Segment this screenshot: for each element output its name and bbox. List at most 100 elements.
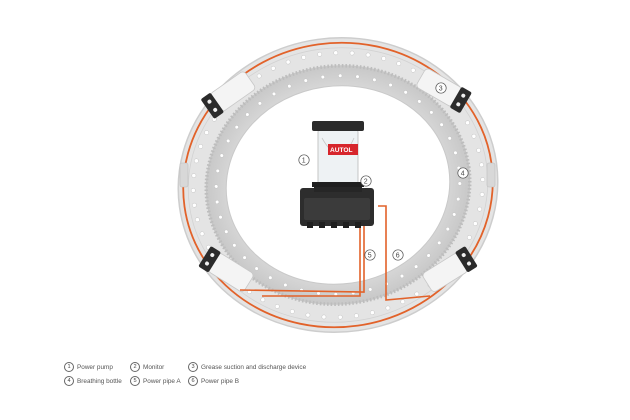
- bolt-hole: [274, 304, 280, 309]
- legend-label: Breathing bottle: [77, 377, 122, 385]
- autol-label: [328, 144, 358, 155]
- bolt-hole: [479, 192, 485, 197]
- bolt-hole: [260, 297, 266, 303]
- legend-label: Monitor: [143, 363, 165, 371]
- pinion-unit-bottom-right: [422, 246, 478, 292]
- legend-label: Grease suction and discharge device: [201, 363, 307, 371]
- bolt-hole: [242, 255, 247, 260]
- bolt-hole: [369, 310, 375, 316]
- bolt-hole: [215, 199, 220, 205]
- bolt-hole: [355, 74, 360, 79]
- bolt-hole: [477, 206, 482, 212]
- legend-item-power-pump: 1 Power pump: [64, 362, 113, 372]
- legend-item-power-pipe-a: 5 Power pipe A: [130, 376, 181, 386]
- bolt-hole: [283, 282, 288, 288]
- slewing-bearing-lubrication-diagram: AUTOL 1 2 3 4 5 6: [177, 36, 499, 334]
- bolt-hole: [268, 275, 273, 280]
- bolt-hole: [333, 50, 339, 56]
- bolt-hole: [414, 291, 420, 297]
- bolt-hole: [224, 229, 229, 234]
- callout-breathing-bottle: 4: [457, 167, 469, 179]
- autol-brand-text: AUTOL: [330, 147, 353, 154]
- pump-outlets: [307, 222, 361, 228]
- legend-number: 3: [188, 362, 198, 372]
- svg-text:5: 5: [368, 253, 372, 260]
- svg-text:6: 6: [396, 253, 400, 260]
- legend-number: 1: [64, 362, 74, 372]
- callout-power-pump: 1: [298, 154, 310, 166]
- legend-item-grease-device: 3 Grease suction and discharge device: [188, 362, 306, 372]
- legend-number: 4: [64, 376, 74, 386]
- power-pipe-a: [262, 216, 361, 297]
- bolt-hole: [437, 240, 442, 245]
- side-bracket-right: [486, 162, 496, 188]
- legend-label: Power pipe A: [143, 377, 181, 385]
- bolt-hole: [399, 274, 405, 279]
- bolt-hole: [354, 313, 359, 319]
- bolt-hole: [218, 215, 223, 220]
- bolt-hole: [447, 136, 452, 141]
- legend-number: 2: [130, 362, 140, 372]
- legend-label: Power pipe B: [201, 377, 240, 385]
- bolt-hole: [445, 226, 450, 232]
- bolt-hole: [400, 299, 406, 305]
- callout-power-pipe-b: 6: [392, 249, 404, 261]
- bolt-hole: [305, 312, 311, 318]
- bolt-hole: [219, 153, 224, 158]
- bolt-hole: [410, 67, 416, 73]
- bolt-hole: [471, 133, 477, 139]
- callout-power-pipe-a: 5: [364, 249, 376, 261]
- svg-text:1: 1: [302, 158, 306, 165]
- bolt-hole: [191, 173, 197, 178]
- bolt-hole: [256, 73, 262, 79]
- bolt-hole: [453, 150, 458, 155]
- bolt-hole: [289, 309, 295, 314]
- bolt-hole: [287, 84, 292, 89]
- legend-item-power-pipe-b: 6 Power pipe B: [188, 376, 239, 386]
- bolt-hole: [429, 110, 434, 115]
- bolt-hole: [301, 54, 307, 60]
- side-bracket-left: [179, 162, 189, 188]
- bolt-hole: [472, 221, 478, 226]
- bolt-hole: [303, 78, 308, 83]
- bolt-hole: [198, 144, 204, 149]
- bolt-hole: [232, 243, 237, 248]
- legend-number: 6: [188, 376, 198, 386]
- bolt-hole: [192, 202, 197, 208]
- bolt-hole: [388, 82, 393, 88]
- bolt-hole: [285, 59, 291, 65]
- bolt-hole: [403, 90, 408, 95]
- pinion-unit-bottom-left: [198, 246, 254, 292]
- bolt-hole: [226, 138, 231, 144]
- pinion-unit-top-left: [201, 71, 256, 119]
- bolt-hole: [414, 264, 419, 269]
- bolt-hole: [456, 197, 461, 202]
- bolt-hole: [381, 56, 387, 61]
- bolt-hole: [214, 184, 219, 189]
- bolt-hole: [457, 181, 462, 186]
- bolt-hole: [465, 120, 470, 126]
- bolt-hole: [439, 122, 444, 127]
- bolt-hole: [372, 77, 377, 82]
- bolt-hole: [204, 130, 209, 135]
- callout-monitor: 2: [360, 175, 372, 187]
- bolt-hole: [254, 266, 259, 271]
- bolt-hole: [317, 51, 322, 57]
- power-pump: AUTOL: [300, 121, 374, 228]
- bolt-hole: [349, 50, 355, 56]
- bolt-hole: [271, 91, 277, 96]
- bolt-hole: [215, 168, 220, 173]
- svg-text:2: 2: [364, 179, 368, 186]
- bolt-hole: [365, 52, 371, 58]
- bolt-hole: [338, 73, 343, 78]
- svg-text:4: 4: [461, 171, 465, 178]
- bolt-hole: [452, 212, 457, 217]
- bolt-hole: [199, 231, 205, 237]
- bolt-hole: [270, 65, 276, 71]
- bolt-hole: [245, 112, 250, 117]
- bolt-hole: [479, 162, 484, 168]
- bolt-hole: [396, 61, 402, 66]
- bolt-hole: [368, 287, 373, 292]
- power-pipe-b: [378, 205, 431, 301]
- bolt-hole: [190, 188, 196, 193]
